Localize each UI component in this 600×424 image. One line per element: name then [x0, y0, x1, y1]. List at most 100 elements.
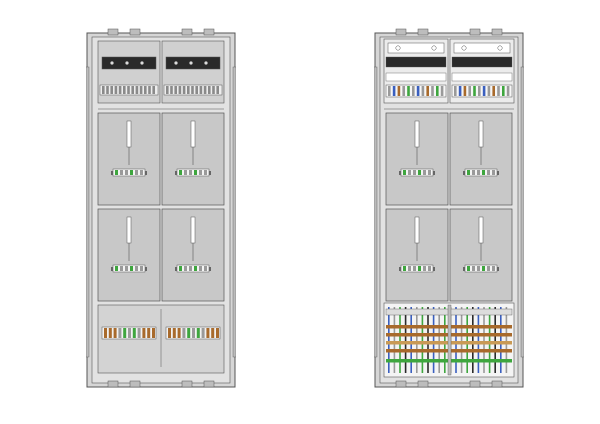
hinge-bottom-3 — [203, 380, 215, 388]
hinge-bottom-0 — [395, 380, 407, 388]
strip-terminal-1-2 — [174, 86, 177, 94]
meter-terminal-d1-0 — [403, 266, 406, 271]
mount-hole-1-b — [497, 45, 503, 51]
hinge-bottom-0 — [107, 380, 119, 388]
strip-terminal-0-4 — [118, 86, 122, 94]
main-switch-bar-0 — [101, 56, 157, 70]
din-rail-white-0 — [385, 72, 447, 82]
meter-slot-c2 — [478, 120, 484, 148]
strip-terminal-0-5 — [123, 86, 126, 94]
meter-clip-left-a1 — [111, 171, 113, 175]
meter-clip-right-c1 — [433, 171, 435, 175]
mounting-rail-top-1 — [453, 42, 511, 54]
switch-screw-0-1 — [125, 61, 129, 65]
bottom-terminal-0-8 — [142, 328, 146, 338]
terminal-row-1 — [451, 84, 513, 98]
strip-terminal-0-1 — [106, 86, 109, 94]
vertical-conductor-9 — [438, 307, 440, 373]
din-rail-black-1 — [451, 56, 513, 68]
open-terminal-1-7 — [487, 86, 491, 96]
din-rail-black-0 — [385, 56, 447, 68]
meter-terminal-a2-1 — [184, 170, 187, 175]
vertical-conductor-3 — [404, 307, 407, 373]
switch-screw-1-0 — [174, 61, 178, 65]
strip-terminal-1-4 — [182, 86, 186, 94]
hinge-bottom-3 — [491, 380, 503, 388]
hinge-top-0 — [107, 28, 119, 36]
hinge-top-0 — [395, 28, 407, 36]
vertical-conductor-21 — [505, 307, 508, 373]
strip-terminal-0-9 — [139, 86, 143, 94]
meter-clip-left-d2 — [463, 267, 465, 271]
meter-terminal-a1-2 — [125, 170, 128, 175]
meter-terminal-b2-0 — [179, 266, 182, 271]
meter-terminal-c2-5 — [492, 170, 495, 175]
bottom-terminal-0-10 — [152, 328, 155, 338]
open-terminal-0-0 — [388, 86, 391, 96]
bottom-terminal-0-6 — [132, 328, 136, 338]
hinge-bottom-1 — [417, 380, 429, 388]
open-terminal-1-6 — [482, 86, 486, 96]
meter-terminal-c1-0 — [403, 170, 406, 175]
meter-cabinet-open — [374, 27, 524, 389]
strip-terminal-0-10 — [144, 86, 147, 94]
hinge-top-2 — [181, 28, 193, 36]
center-post — [447, 304, 452, 376]
bottom-terminal-0-1 — [108, 328, 112, 338]
meter-terminal-b1-5 — [140, 266, 143, 271]
meter-slot-c1 — [414, 120, 420, 148]
meter-terminal-c1-3 — [418, 170, 421, 175]
strip-terminal-0-0 — [102, 86, 105, 94]
meter-terminal-c1-4 — [423, 170, 426, 175]
bottom-terminal-1-8 — [206, 328, 210, 338]
bottom-terminal-0-9 — [147, 328, 151, 338]
switch-screw-1-2 — [204, 61, 208, 65]
meter-terminal-d2-4 — [487, 266, 490, 271]
meter-cabinet-covered-drawing — [86, 28, 236, 388]
meter-terminal-d1-4 — [423, 266, 426, 271]
meter-clip-left-b1 — [111, 267, 113, 271]
strip-terminal-1-12 — [216, 86, 219, 94]
meter-clip-right-d1 — [433, 267, 435, 271]
open-terminal-0-11 — [440, 86, 444, 96]
open-terminal-0-7 — [421, 86, 425, 96]
open-terminal-0-8 — [426, 86, 429, 96]
open-terminal-0-5 — [412, 86, 415, 96]
open-terminal-0-3 — [402, 86, 405, 96]
hinge-top-3 — [491, 28, 503, 36]
strip-terminal-0-6 — [127, 86, 130, 94]
switch-screw-1-1 — [189, 61, 193, 65]
bottom-terminal-1-5 — [192, 328, 195, 338]
meter-terminal-c2-2 — [477, 170, 480, 175]
vertical-conductor-16 — [477, 307, 480, 373]
meter-terminal-b1-1 — [120, 266, 123, 271]
mount-hole-0-b — [431, 45, 437, 51]
bottom-terminal-0-7 — [137, 328, 141, 338]
meter-terminal-c2-4 — [487, 170, 490, 175]
switch-screw-0-0 — [110, 61, 114, 65]
meter-terminal-b1-2 — [125, 266, 128, 271]
vertical-conductor-12 — [455, 307, 457, 373]
open-terminal-0-1 — [392, 86, 396, 96]
meter-terminal-d2-2 — [477, 266, 480, 271]
meter-clip-right-b2 — [209, 267, 211, 271]
open-terminal-1-5 — [478, 86, 481, 96]
meter-slot-b1 — [126, 216, 132, 244]
din-rail-white-1 — [451, 72, 513, 82]
hinge-bottom-1 — [129, 380, 141, 388]
meter-slot-a2 — [190, 120, 196, 148]
meter-cabinet-open-drawing — [374, 28, 524, 388]
strip-terminal-1-6 — [191, 86, 194, 94]
meter-terminal-a1-1 — [120, 170, 123, 175]
side-rail-right — [232, 66, 236, 358]
meter-terminal-a2-0 — [179, 170, 182, 175]
meter-terminal-a2-3 — [194, 170, 197, 175]
vertical-conductor-1 — [393, 307, 396, 373]
vertical-conductor-10 — [444, 307, 446, 373]
bottom-terminal-1-6 — [196, 328, 200, 338]
strip-terminal-1-1 — [170, 86, 173, 94]
meter-terminal-b2-2 — [189, 266, 192, 271]
vertical-conductor-0 — [388, 307, 390, 373]
bottom-terminal-1-1 — [172, 328, 176, 338]
strip-terminal-0-2 — [110, 86, 113, 94]
